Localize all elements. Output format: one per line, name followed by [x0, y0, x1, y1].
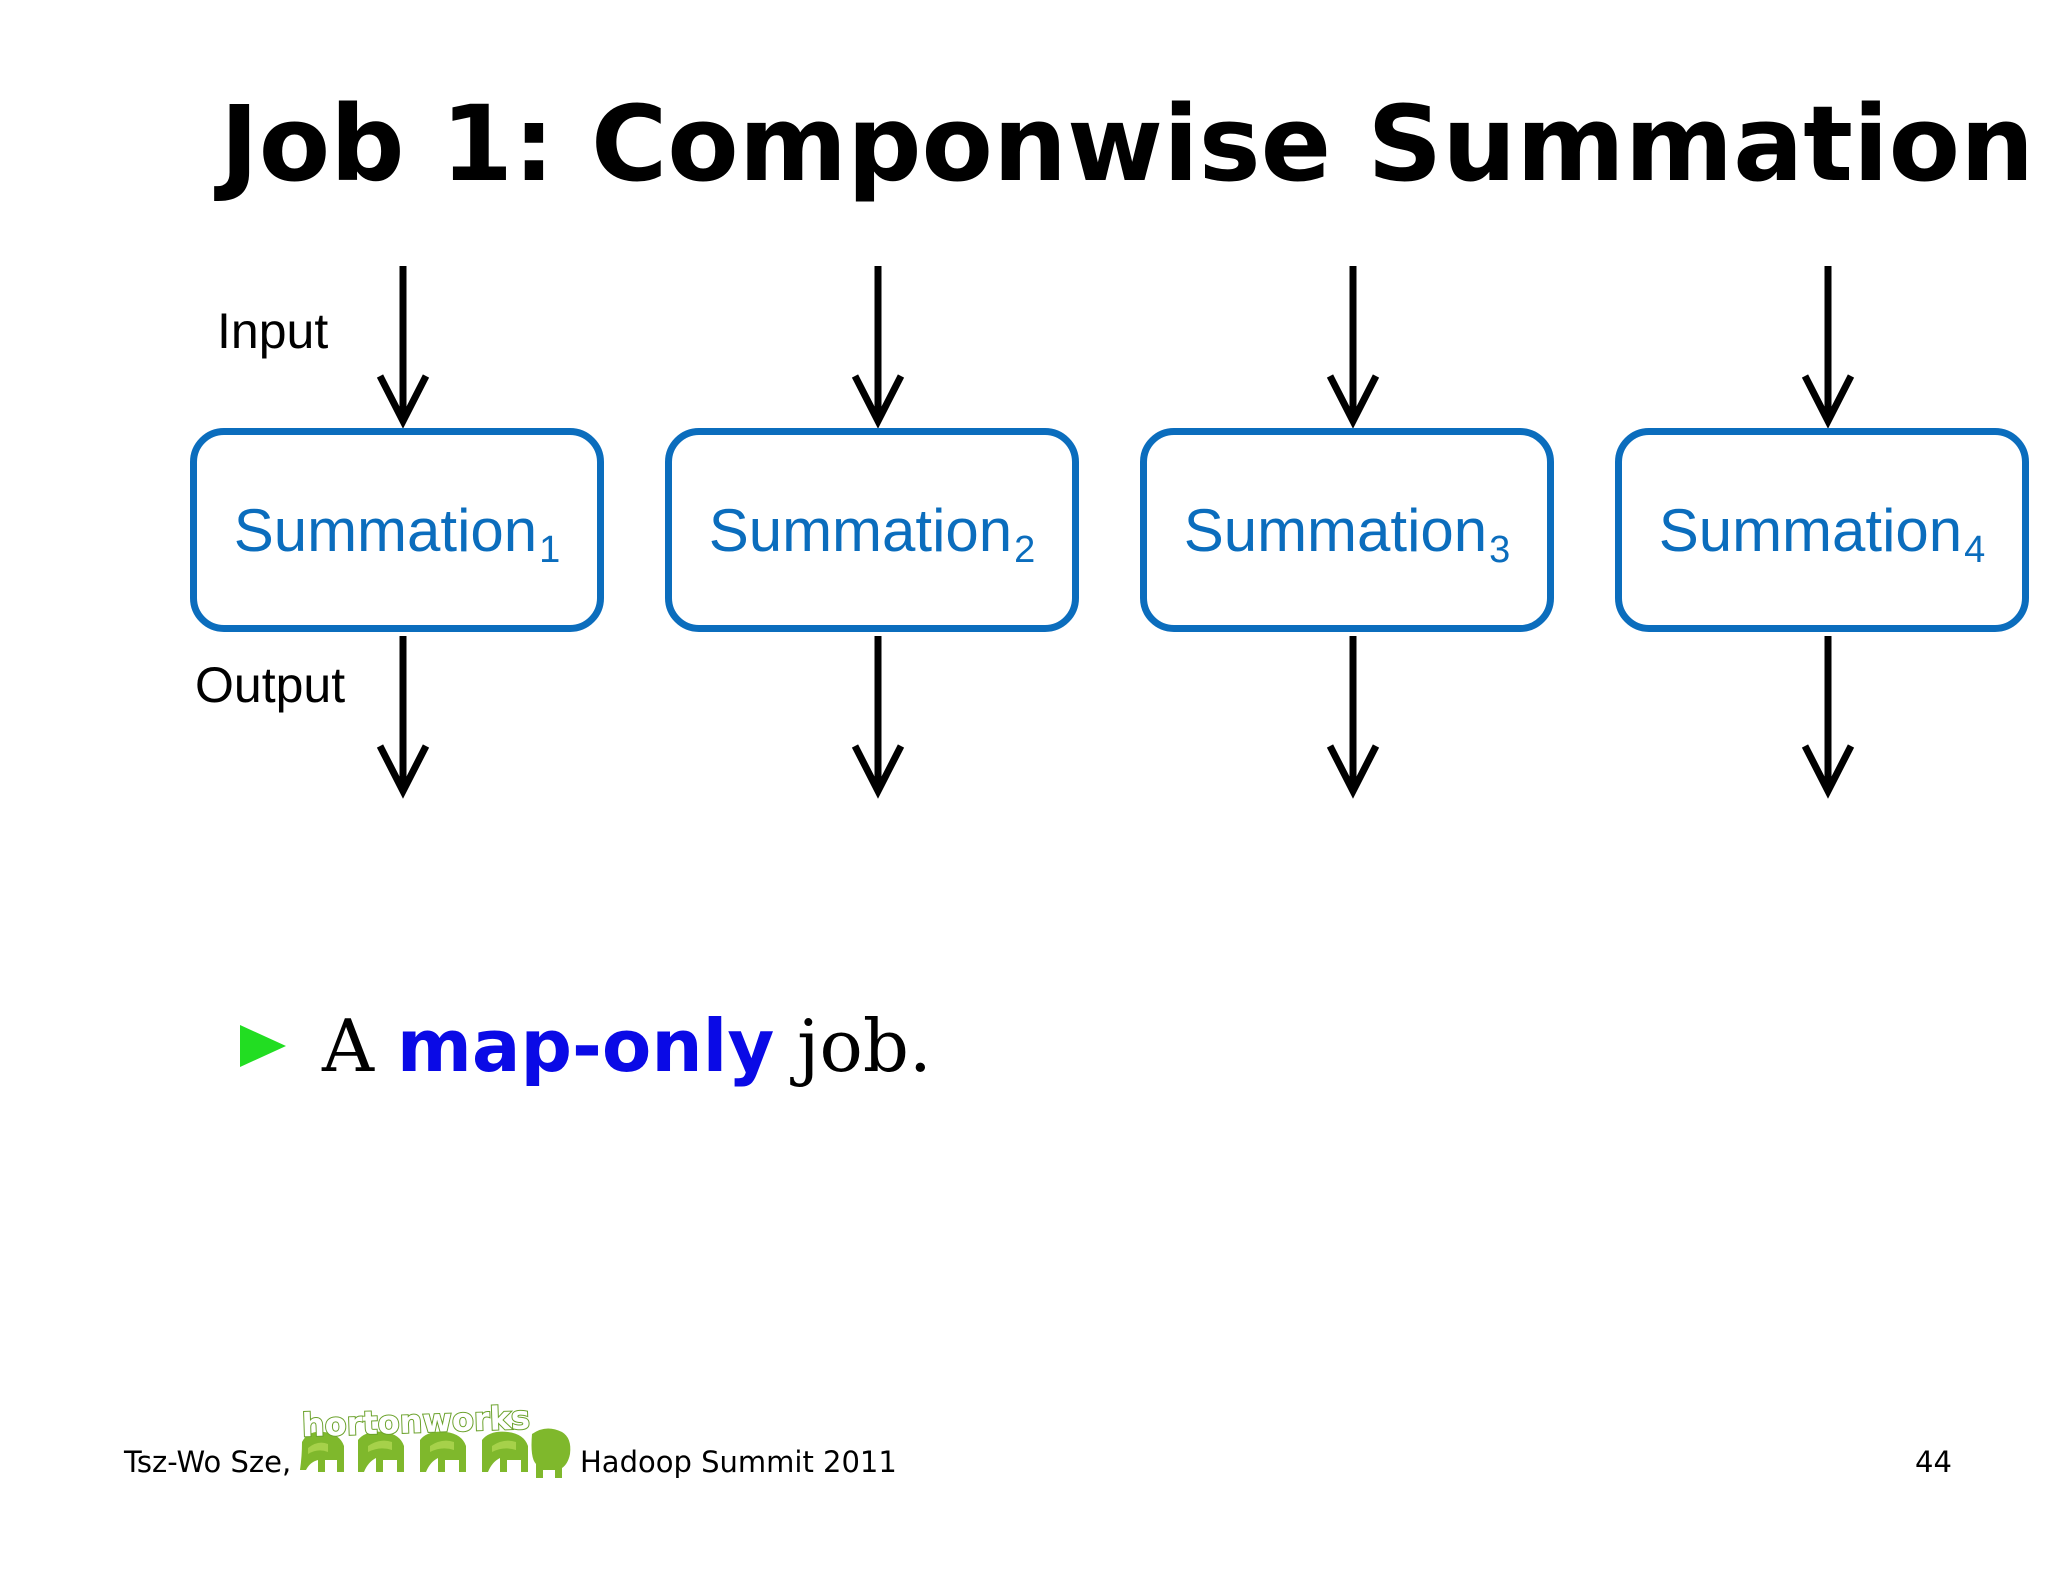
footer-event: Hadoop Summit 2011: [580, 1445, 897, 1479]
output-arrow-1: [376, 636, 430, 799]
bullet-suffix: job.: [797, 1004, 932, 1088]
bullet-triangle-icon: [240, 1025, 286, 1067]
summation-label: Summation: [1658, 496, 1963, 564]
hortonworks-logo: hortonworks: [300, 1398, 571, 1478]
input-arrow-1: [376, 266, 430, 429]
input-label: Input: [217, 303, 329, 359]
page-number: 44: [1915, 1445, 1952, 1479]
bullet-emphasis: map-only: [396, 1004, 775, 1088]
summation-subscript: 2: [1014, 528, 1036, 571]
summation-subscript: 4: [1964, 528, 1986, 571]
input-arrow-2: [851, 266, 905, 429]
bullet-prefix: A: [322, 1004, 374, 1088]
summation-subscript: 1: [539, 528, 561, 571]
output-arrow-2: [851, 636, 905, 799]
summation-label: Summation: [233, 496, 538, 564]
slide-title: Job 1: Componwise Summation: [220, 83, 2035, 205]
summation-subscript: 3: [1489, 528, 1511, 571]
footer-author: Tsz-Wo Sze,: [124, 1445, 292, 1479]
summation-label: Summation: [1183, 496, 1488, 564]
summation-label: Summation: [708, 496, 1013, 564]
bullet-item: A map-only job.: [238, 1010, 932, 1082]
logo-wordmark: hortonworks: [301, 1398, 530, 1444]
input-arrow-3: [1326, 266, 1380, 429]
bullet-text: A map-only job.: [322, 1010, 932, 1082]
input-arrow-4: [1801, 266, 1855, 429]
output-arrow-3: [1326, 636, 1380, 799]
output-label: Output: [195, 657, 346, 713]
output-arrow-4: [1801, 636, 1855, 799]
